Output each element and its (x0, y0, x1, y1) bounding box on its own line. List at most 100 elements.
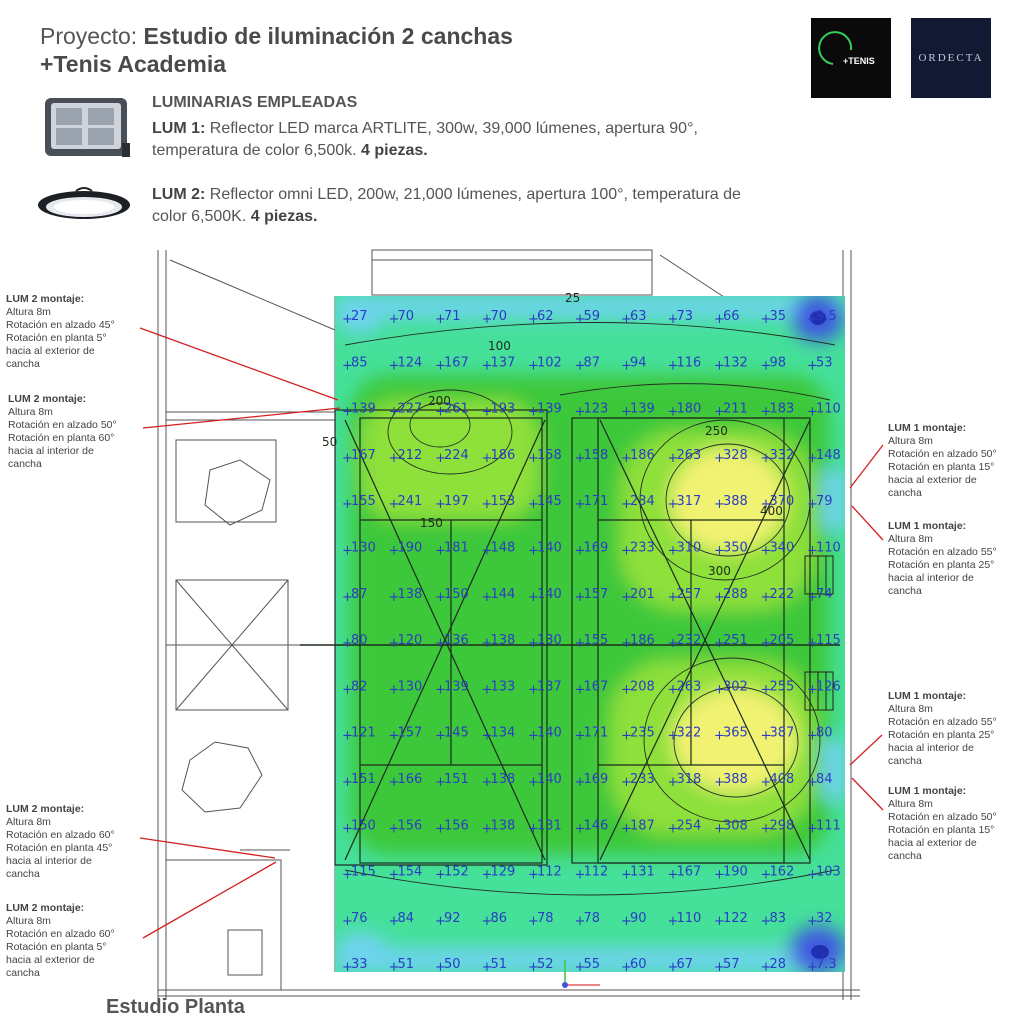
lux-value: 148 (491, 541, 516, 556)
lux-value: 148 (816, 448, 841, 463)
grid-point-marker: + (482, 914, 493, 929)
grid-point-marker: + (389, 868, 400, 883)
grid-point-marker: + (389, 729, 400, 744)
grid-point-marker: + (714, 821, 725, 836)
lux-value: 138 (491, 818, 516, 833)
grid-point-marker: + (528, 775, 539, 790)
lux-value: 131 (630, 865, 655, 880)
note-line: hacia al interior de (888, 742, 974, 754)
grid-point-marker: + (761, 312, 772, 327)
grid-point-marker: + (575, 868, 586, 883)
lux-value: 71 (444, 309, 461, 324)
note-lum1-c: LUM 1 montaje: Altura 8m Rotación en alz… (888, 690, 1008, 768)
note-lum2-d: LUM 2 montaje: Altura 8m Rotación en alz… (6, 902, 146, 980)
note-line: cancha (888, 585, 922, 597)
grid-point-marker: + (714, 682, 725, 697)
grid-point-marker: + (435, 358, 446, 373)
lux-value: 115 (816, 633, 841, 648)
lux-value: 180 (677, 402, 702, 417)
grid-point-marker: + (389, 451, 400, 466)
grid-point-marker: + (342, 590, 353, 605)
lux-value: 102 (537, 355, 562, 370)
lux-value: 288 (723, 587, 748, 602)
lux-value: 140 (537, 726, 562, 741)
grid-point-marker: + (668, 497, 679, 512)
lux-value: 130 (351, 541, 376, 556)
lux-value: 136 (444, 633, 469, 648)
lux-value: 328 (723, 448, 748, 463)
lux-value: 167 (351, 448, 376, 463)
grid-point-marker: + (761, 729, 772, 744)
grid-point-marker: + (807, 914, 818, 929)
grid-point-marker: + (621, 729, 632, 744)
lux-value: 59 (584, 309, 601, 324)
lux-value: 98 (770, 355, 787, 370)
lux-value: 139 (537, 402, 562, 417)
lux-value: 139 (630, 402, 655, 417)
contour-label: 150 (420, 516, 443, 530)
grid-point-marker: + (621, 358, 632, 373)
lux-value: 156 (398, 818, 423, 833)
grid-point-marker: + (575, 960, 586, 975)
ordecta-logo-text: ORDECTA (918, 52, 984, 64)
note-line: Rotación en planta 5° (6, 941, 107, 953)
note-line: Rotación en alzado 60° (6, 928, 115, 940)
grid-point-marker: + (528, 729, 539, 744)
lum1-qty: 4 piezas. (361, 142, 428, 159)
grid-point-marker: + (342, 729, 353, 744)
lux-value: 241 (398, 494, 423, 509)
lux-value: 155 (584, 633, 609, 648)
grid-point-marker: + (668, 682, 679, 697)
plan-label: Estudio Planta (106, 996, 245, 1018)
note-line: Altura 8m (888, 435, 933, 447)
lux-value: 66 (723, 309, 740, 324)
lux-value: 145 (537, 494, 562, 509)
contour-label: 300 (708, 564, 731, 578)
grid-point-marker: + (435, 312, 446, 327)
grid-point-marker: + (621, 636, 632, 651)
lux-value: 55 (584, 957, 601, 972)
lux-value: 263 (677, 448, 702, 463)
lux-value: 60 (630, 957, 647, 972)
grid-point-marker: + (761, 590, 772, 605)
grid-point-marker: + (435, 497, 446, 512)
note-line: hacia al interior de (888, 572, 974, 584)
grid-point-marker: + (621, 821, 632, 836)
project-name: Estudio de iluminación 2 canchas (143, 23, 513, 49)
grid-point-marker: + (761, 775, 772, 790)
lux-value: 140 (537, 541, 562, 556)
note-title: LUM 1 montaje: (888, 690, 967, 702)
note-line: Rotación en alzado 50° (888, 448, 997, 460)
grid-point-marker: + (668, 636, 679, 651)
note-lum2-a: LUM 2 montaje: Altura 8m Rotación en alz… (6, 293, 146, 371)
lux-value: 308 (723, 818, 748, 833)
lux-value: 78 (584, 911, 601, 926)
lux-value: 112 (537, 865, 562, 880)
contour-label: 25 (565, 291, 580, 305)
grid-point-marker: + (621, 960, 632, 975)
note-lum1-d: LUM 1 montaje: Altura 8m Rotación en alz… (888, 785, 1008, 863)
lux-value: 110 (677, 911, 702, 926)
lux-value: 87 (584, 355, 601, 370)
grid-point-marker: + (807, 497, 818, 512)
lux-value: 162 (770, 865, 795, 880)
grid-point-marker: + (761, 821, 772, 836)
lux-value: 90 (630, 911, 647, 926)
lux-value: 52 (537, 957, 554, 972)
grid-point-marker: + (714, 590, 725, 605)
lux-value: 169 (584, 541, 609, 556)
lux-value: 86 (491, 911, 508, 926)
grid-point-marker: + (435, 636, 446, 651)
lux-value: 139 (351, 402, 376, 417)
grid-point-marker: + (807, 544, 818, 559)
lux-value: 166 (398, 772, 423, 787)
grid-point-marker: + (575, 636, 586, 651)
lux-value: 138 (491, 772, 516, 787)
lux-value: 137 (491, 355, 516, 370)
grid-point-marker: + (482, 729, 493, 744)
lux-value: 144 (491, 587, 516, 602)
contour-label: 100 (488, 339, 511, 353)
note-lum1-b: LUM 1 montaje: Altura 8m Rotación en alz… (888, 520, 1008, 598)
lux-value: 32 (816, 911, 833, 926)
grid-point-marker: + (575, 590, 586, 605)
